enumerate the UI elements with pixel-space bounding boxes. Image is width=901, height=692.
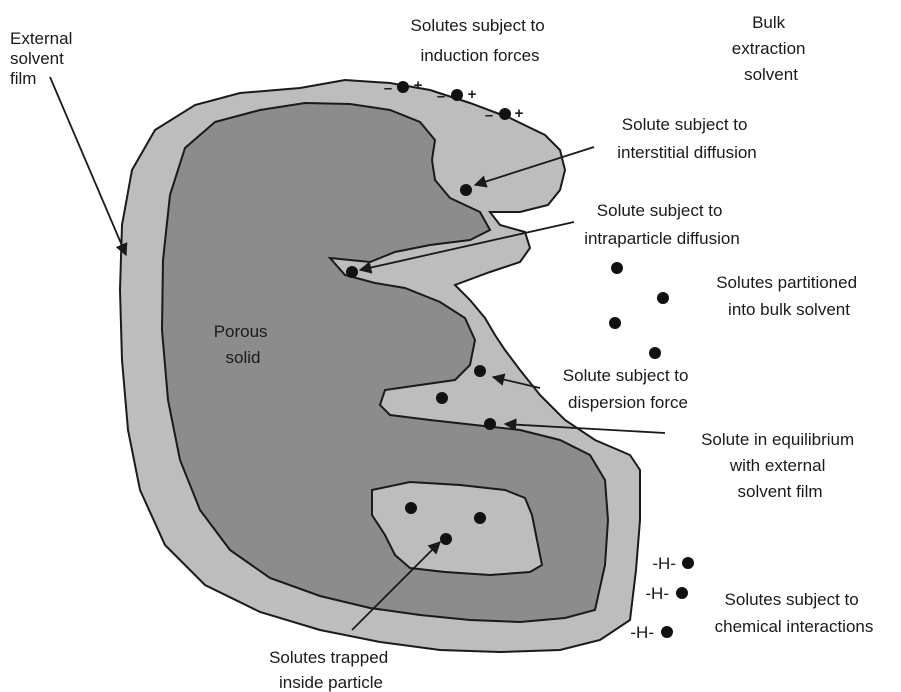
solute-dot-trapped-2 <box>474 512 486 524</box>
charge-plus-1: + <box>414 77 423 94</box>
label-equilibrium: Solute in equilibrium with external solv… <box>701 430 859 501</box>
solute-dot-chemical-3 <box>661 626 673 638</box>
label-chemical: Solutes subject to chemical interactions <box>715 590 874 636</box>
label-interstitial: Solute subject to interstitial diffusion <box>617 115 757 162</box>
charge-minus-3: – <box>485 107 493 124</box>
solute-dot-induction-1 <box>397 81 409 93</box>
label-bulk-solvent: Bulk extraction solvent <box>732 13 810 84</box>
h-bond-3: -H- <box>630 623 654 642</box>
solute-dot-intraparticle <box>346 266 358 278</box>
charge-minus-1: – <box>384 80 392 97</box>
solute-dot-induction-2 <box>451 89 463 101</box>
solute-dot-bulk-3 <box>609 317 621 329</box>
solute-dot-chemical-2 <box>676 587 688 599</box>
solute-dot-trapped-1 <box>405 502 417 514</box>
label-induction: Solutes subject to induction forces <box>411 16 550 65</box>
solute-dot-bulk-4 <box>649 347 661 359</box>
solute-dot-induction-3 <box>499 108 511 120</box>
solute-dot-dispersion-2 <box>436 392 448 404</box>
solute-dot-trapped-3 <box>440 533 452 545</box>
solute-dot-bulk-1 <box>611 262 623 274</box>
solute-dot-interstitial <box>460 184 472 196</box>
label-external-film: External solvent film <box>10 29 77 88</box>
label-trapped: Solutes trapped inside particle <box>269 648 393 692</box>
solute-dot-dispersion-1 <box>474 365 486 377</box>
leader-external-film <box>50 77 126 255</box>
label-intraparticle: Solute subject to intraparticle diffusio… <box>584 201 740 248</box>
charge-plus-3: + <box>515 105 524 122</box>
solute-dot-equilibrium <box>484 418 496 430</box>
h-bond-1: -H- <box>652 554 676 573</box>
charge-plus-2: + <box>468 86 477 103</box>
label-partitioned: Solutes partitioned into bulk solvent <box>716 273 862 319</box>
charge-minus-2: – <box>437 88 445 105</box>
label-dispersion: Solute subject to dispersion force <box>563 366 693 412</box>
solute-dot-chemical-1 <box>682 557 694 569</box>
h-bond-2: -H- <box>645 584 669 603</box>
solute-dot-bulk-2 <box>657 292 669 304</box>
